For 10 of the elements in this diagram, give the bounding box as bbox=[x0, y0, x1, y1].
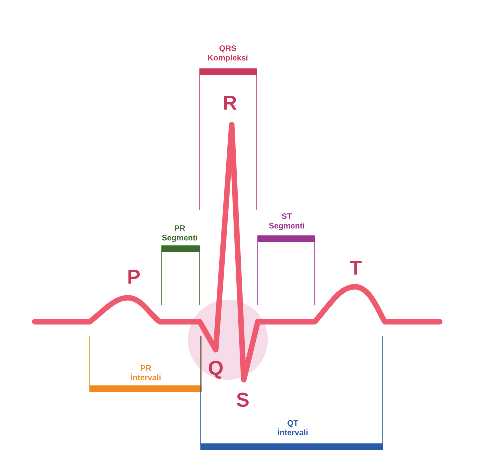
interval-label: PR Segmenti bbox=[162, 226, 198, 242]
wave-label: P bbox=[128, 270, 140, 284]
interval-label: QRS Kompleksi bbox=[208, 46, 248, 62]
wave-label: R bbox=[224, 96, 237, 110]
wave-label: T bbox=[350, 261, 362, 275]
interval-label: QT İntervali bbox=[278, 420, 308, 436]
wave-label: S bbox=[236, 392, 249, 408]
interval-label: ST Segmenti bbox=[269, 214, 304, 230]
interval-label: PR İntervali bbox=[131, 365, 161, 381]
wave-label: Q bbox=[209, 361, 223, 379]
